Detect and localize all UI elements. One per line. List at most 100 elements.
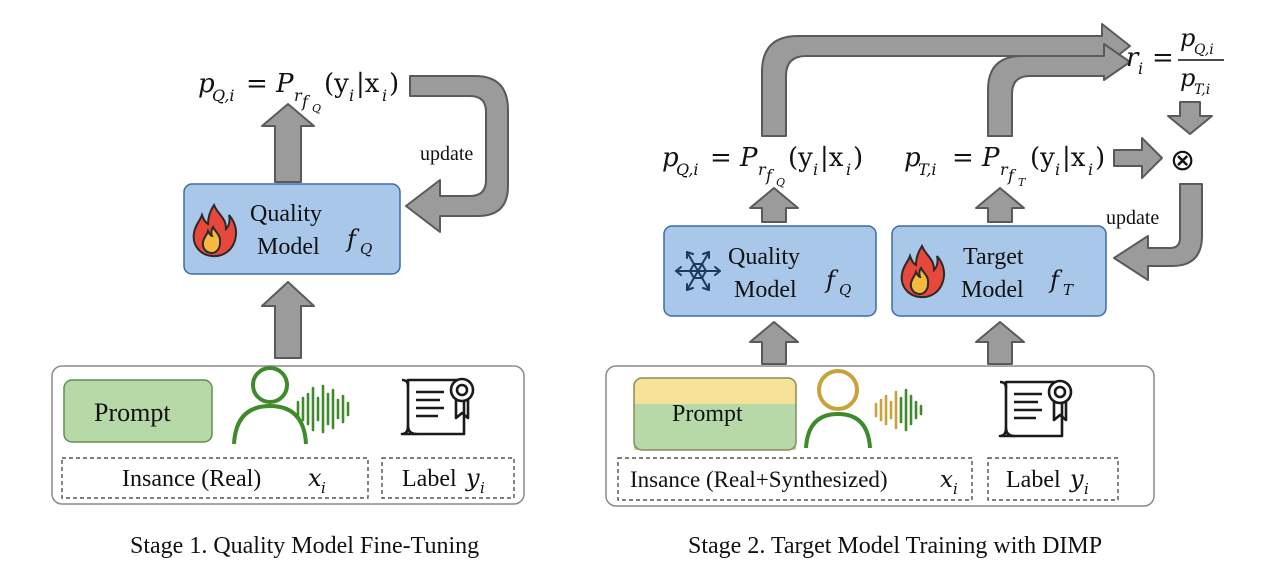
- stage1-update-label: update: [420, 143, 473, 165]
- otimes-symbol: ⊗: [1170, 143, 1195, 178]
- formula-t-args: (y: [1030, 143, 1055, 173]
- stage2-arrow-pt-to-ratio: [987, 43, 1131, 137]
- formula-q-args: (y: [788, 143, 813, 173]
- stage2-prompt-box: [633, 377, 797, 451]
- formula-eq: =: [246, 69, 268, 99]
- stage2-label-var-sub: i: [1084, 480, 1089, 498]
- fire-icon: [900, 243, 946, 299]
- stage2-update-arrow: [1113, 183, 1203, 281]
- stage1-formula: p Q,i = P r f Q (y i |x i ): [198, 69, 399, 115]
- formula-q-args-sub: i: [813, 160, 818, 179]
- stage2-instance-box: [617, 457, 973, 501]
- formula-t-p-sub: T,i: [918, 160, 937, 179]
- stage2-label-label: Label: [1006, 467, 1061, 493]
- formula-close: ): [389, 69, 399, 99]
- stage2-arrow-pt-to-otimes: [1113, 137, 1163, 179]
- formula-q-close: ): [853, 143, 863, 173]
- formula-q-args2: |x: [820, 143, 844, 173]
- ratio-r: r: [1126, 43, 1140, 73]
- ratio-num: p: [1180, 24, 1195, 52]
- stage2-prompt-label: Prompt: [672, 401, 743, 427]
- formula-t-p: p: [904, 143, 921, 173]
- formula-t-eq: =: [952, 143, 974, 173]
- formula-q-P: P: [739, 143, 758, 173]
- certificate-icon: [998, 379, 1073, 438]
- stage2-label-box: [987, 457, 1119, 501]
- stage2-instance-label: Insance (Real+Synthesized): [630, 467, 888, 492]
- formula-q-P-subsubsub: Q: [776, 176, 785, 189]
- stage2-arrow-input-to-quality: [749, 321, 799, 365]
- stage1-model-line1: Quality: [250, 201, 322, 227]
- stage1-model-line2: Model: [257, 234, 320, 260]
- stage2-formula-t: p T,i = P r f T (y i |x i ): [904, 143, 1105, 189]
- certificate-icon: [400, 377, 475, 436]
- formula-args-sub: i: [349, 86, 354, 105]
- fire-icon: [192, 202, 238, 258]
- stage1-instance-var-sub: i: [321, 479, 326, 497]
- formula-t-P-subsubsub: T: [1018, 176, 1027, 189]
- formula-args2-sub: i: [382, 86, 387, 105]
- ratio-eq: =: [1152, 43, 1174, 73]
- formula-P-subsub: f: [301, 92, 311, 111]
- stage2-arrow-pq-to-ratio: [761, 23, 1131, 137]
- stage2-arrow-target-to-formula: [975, 187, 1025, 223]
- formula-args: (y: [324, 69, 349, 99]
- stage2-arrow-quality-to-formula: [749, 187, 799, 223]
- formula-t-args-sub: i: [1055, 160, 1060, 179]
- formula-q-p-sub: Q,i: [676, 160, 699, 179]
- stage1-instance-box: [61, 457, 369, 499]
- stage2-formula-q: p Q,i = P r f Q (y i |x i ): [662, 143, 863, 189]
- stage1-label-var-sub: i: [480, 479, 485, 497]
- stage2-quality-line1: Quality: [728, 244, 800, 270]
- stage1-instance-var: x: [308, 464, 322, 492]
- stage1-prompt-box: [63, 379, 213, 443]
- stage1-model-symbol-sub: Q: [360, 240, 372, 258]
- ratio-den: p: [1180, 64, 1195, 92]
- sound-wave-icon: [874, 388, 923, 432]
- stage2-target-symbol-sub: T: [1063, 281, 1074, 299]
- person-icon: [804, 369, 872, 449]
- formula-q-args2-sub: i: [846, 160, 851, 179]
- formula-p: p: [198, 69, 215, 99]
- formula-q-eq: =: [710, 143, 732, 173]
- formula-q-P-subsub: f: [765, 166, 775, 185]
- snowflake-icon: [675, 251, 721, 291]
- person-icon: [232, 366, 308, 445]
- formula-t-args2: |x: [1062, 143, 1086, 173]
- formula-t-P-sub: r: [1000, 160, 1009, 179]
- stage1-label-var: y: [465, 464, 480, 492]
- stage1-instance-label: Insance (Real): [122, 466, 261, 492]
- stage1-caption: Stage 1. Quality Model Fine-Tuning: [130, 533, 479, 559]
- stage1-label-box: [381, 457, 515, 499]
- stage2-target-model-box: [891, 225, 1107, 317]
- stage1-quality-model-box: [183, 183, 401, 275]
- formula-t-P-subsub: f: [1007, 166, 1017, 185]
- formula-t-P: P: [981, 143, 1000, 173]
- stage2-arrow-ratio-to-otimes: [1167, 101, 1213, 135]
- formula-t-args2-sub: i: [1088, 160, 1093, 179]
- formula-args2: |x: [356, 69, 380, 99]
- stage2-caption: Stage 2. Target Model Training with DIMP: [688, 533, 1102, 559]
- formula-t-close: ): [1095, 143, 1105, 173]
- stage1-prompt-label: Prompt: [94, 398, 171, 427]
- stage1-arrow-model-to-formula: [261, 103, 315, 183]
- stage1-update-arrow: [405, 75, 509, 233]
- formula-q-P-sub: r: [758, 160, 767, 179]
- sound-wave-icon: [296, 384, 350, 434]
- stage1-label-label: Label: [402, 466, 457, 492]
- stage2-label-var: y: [1069, 465, 1084, 493]
- stage2-ratio: r i = p Q,i p T,i: [1126, 24, 1224, 98]
- formula-P-sub: r: [294, 86, 303, 105]
- stage2-target-line2: Model: [961, 277, 1024, 303]
- ratio-num-sub: Q,i: [1194, 42, 1214, 58]
- stage2-instance-var-sub: i: [953, 480, 958, 498]
- stage2-quality-symbol-sub: Q: [839, 281, 851, 299]
- stage2-arrow-input-to-target: [975, 321, 1025, 365]
- formula-P: P: [275, 69, 294, 99]
- stage2-target-line1: Target: [963, 244, 1024, 270]
- stage2-quality-line2: Model: [734, 277, 797, 303]
- ratio-r-sub: i: [1138, 59, 1143, 78]
- stage2-quality-model-box: [663, 225, 877, 317]
- stage2-instance-var: x: [940, 467, 953, 493]
